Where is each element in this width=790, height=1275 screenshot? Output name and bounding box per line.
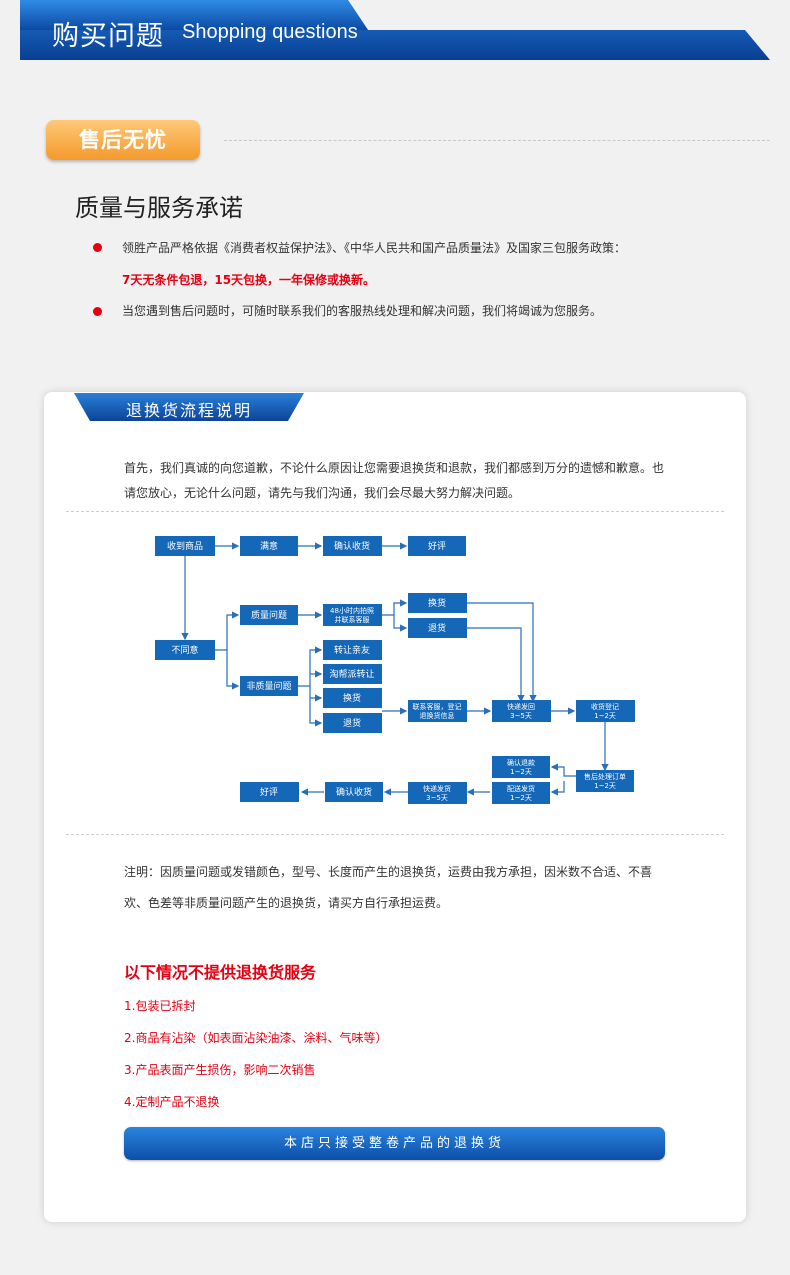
hotline-text: 当您遇到售后问题时，可随时联系我们的客服热线处理和解决问题，我们将竭诚为您服务。 [122,304,603,318]
flow-box-return-nonquality: 退货 [323,713,382,733]
no-service-title: 以下情况不提供退换货服务 [124,963,317,982]
svg-text:1~2天: 1~2天 [510,794,532,802]
header-banner [20,0,770,60]
svg-text:3~5天: 3~5天 [510,712,532,720]
svg-text:非质量问题: 非质量问题 [246,680,291,692]
no-service-item: 1.包装已拆封 [124,999,196,1013]
flow-box-return-quality: 退货 [408,618,467,638]
svg-text:好评: 好评 [428,540,446,552]
svg-text:48小时内拍照: 48小时内拍照 [330,606,374,615]
flow-box-nonquality: 非质量问题 [240,676,298,696]
flow-box-good-review: 好评 [408,536,466,556]
bullet-dot-icon [93,243,102,252]
svg-text:联系客服，登记: 联系客服，登记 [413,702,462,711]
svg-text:满意: 满意 [260,540,278,552]
svg-text:换货: 换货 [428,597,446,609]
flow-box-transfer: 转让亲友 [323,640,382,660]
svg-text:质量问题: 质量问题 [251,609,287,621]
svg-text:淘帮派转让: 淘帮派转让 [329,668,374,680]
no-service-item: 4.定制产品不退换 [124,1095,220,1109]
svg-text:不同意: 不同意 [171,644,198,656]
svg-text:并联系客服: 并联系客服 [335,615,370,624]
svg-text:确认收货: 确认收货 [334,540,370,552]
bullet-dot-icon [93,307,102,316]
after-sales-badge: 售后无忧 [46,120,200,160]
svg-text:售后处理订单: 售后处理订单 [584,772,626,781]
flow-connectors [181,542,609,796]
flow-box-exchange-quality: 换货 [408,593,467,613]
header-title: 购买问题 [52,21,164,52]
svg-text:确认收货: 确认收货 [336,786,372,798]
promise-text: 领胜产品严格依据《消费者权益保护法》、《中华人民共和国产品质量法》及国家三包服务… [122,241,627,255]
svg-text:3~5天: 3~5天 [426,794,448,802]
svg-text:1~2天: 1~2天 [594,712,616,720]
svg-text:1~2天: 1~2天 [594,782,616,790]
promise-highlight: 7天无条件包退，15天包换，一年保修或换新。 [122,273,376,287]
flow-box-satisfied: 满意 [240,536,298,556]
note-line-1: 注明：因质量问题或发错颜色，型号、长度而产生的退换货，运费由我方承担，因米数不合… [124,865,653,879]
svg-text:配送发货: 配送发货 [507,784,535,793]
svg-text:收到商品: 收到商品 [167,540,203,552]
svg-text:快递发回: 快递发回 [507,702,535,711]
svg-text:好评: 好评 [260,786,278,798]
svg-text:1~2天: 1~2天 [510,768,532,776]
svg-text:换货: 换货 [343,692,361,704]
flow-box-unsatisfied: 不同意 [155,640,215,660]
svg-text:退货: 退货 [343,717,361,729]
flow-box-taobao: 淘帮派转让 [323,664,382,684]
quality-service-title: 质量与服务承诺 [75,194,243,222]
intro-line-2: 请您放心，无论什么问题，请先与我们沟通，我们会尽最大努力解决问题。 [124,486,521,500]
svg-text:退换货信息: 退换货信息 [420,711,455,720]
dashed-divider [66,511,724,512]
no-service-item: 2.商品有沾染（如表面沾染油漆、涂料、气味等） [124,1031,388,1045]
flow-box-good-review-final: 好评 [240,782,299,802]
svg-text:退货: 退货 [428,622,446,634]
flow-box-quality: 质量问题 [240,605,298,625]
svg-text:快递发货: 快递发货 [423,784,451,793]
intro-line-1: 首先，我们真诚的向您道歉，不论什么原因让您需要退换货和退款，我们都感到万分的遗憾… [124,461,665,475]
dashed-divider [66,834,724,835]
no-service-item: 3.产品表面产生损伤，影响二次销售 [124,1063,316,1077]
return-process-card [44,392,746,1222]
note-line-2: 欢、色差等非质量问题产生的退换货，请买方自行承担运费。 [124,896,449,910]
flow-box-exchange-nonquality: 换货 [323,688,382,708]
header-subtitle: Shopping questions [182,21,358,43]
card-tab-banner [74,393,304,421]
card-tab-title: 退换货流程说明 [125,401,252,420]
flow-box-confirm-receipt-final: 确认收货 [325,782,383,802]
svg-text:收货登记: 收货登记 [591,702,619,711]
flow-box-receive: 收到商品 [155,536,215,556]
flow-box-confirm-receipt: 确认收货 [323,536,382,556]
section-divider [224,140,770,141]
svg-text:转让亲友: 转让亲友 [334,644,370,656]
svg-text:确认退款: 确认退款 [507,758,535,767]
whole-roll-return-button[interactable]: 本店只接受整卷产品的退换货 [124,1127,665,1160]
